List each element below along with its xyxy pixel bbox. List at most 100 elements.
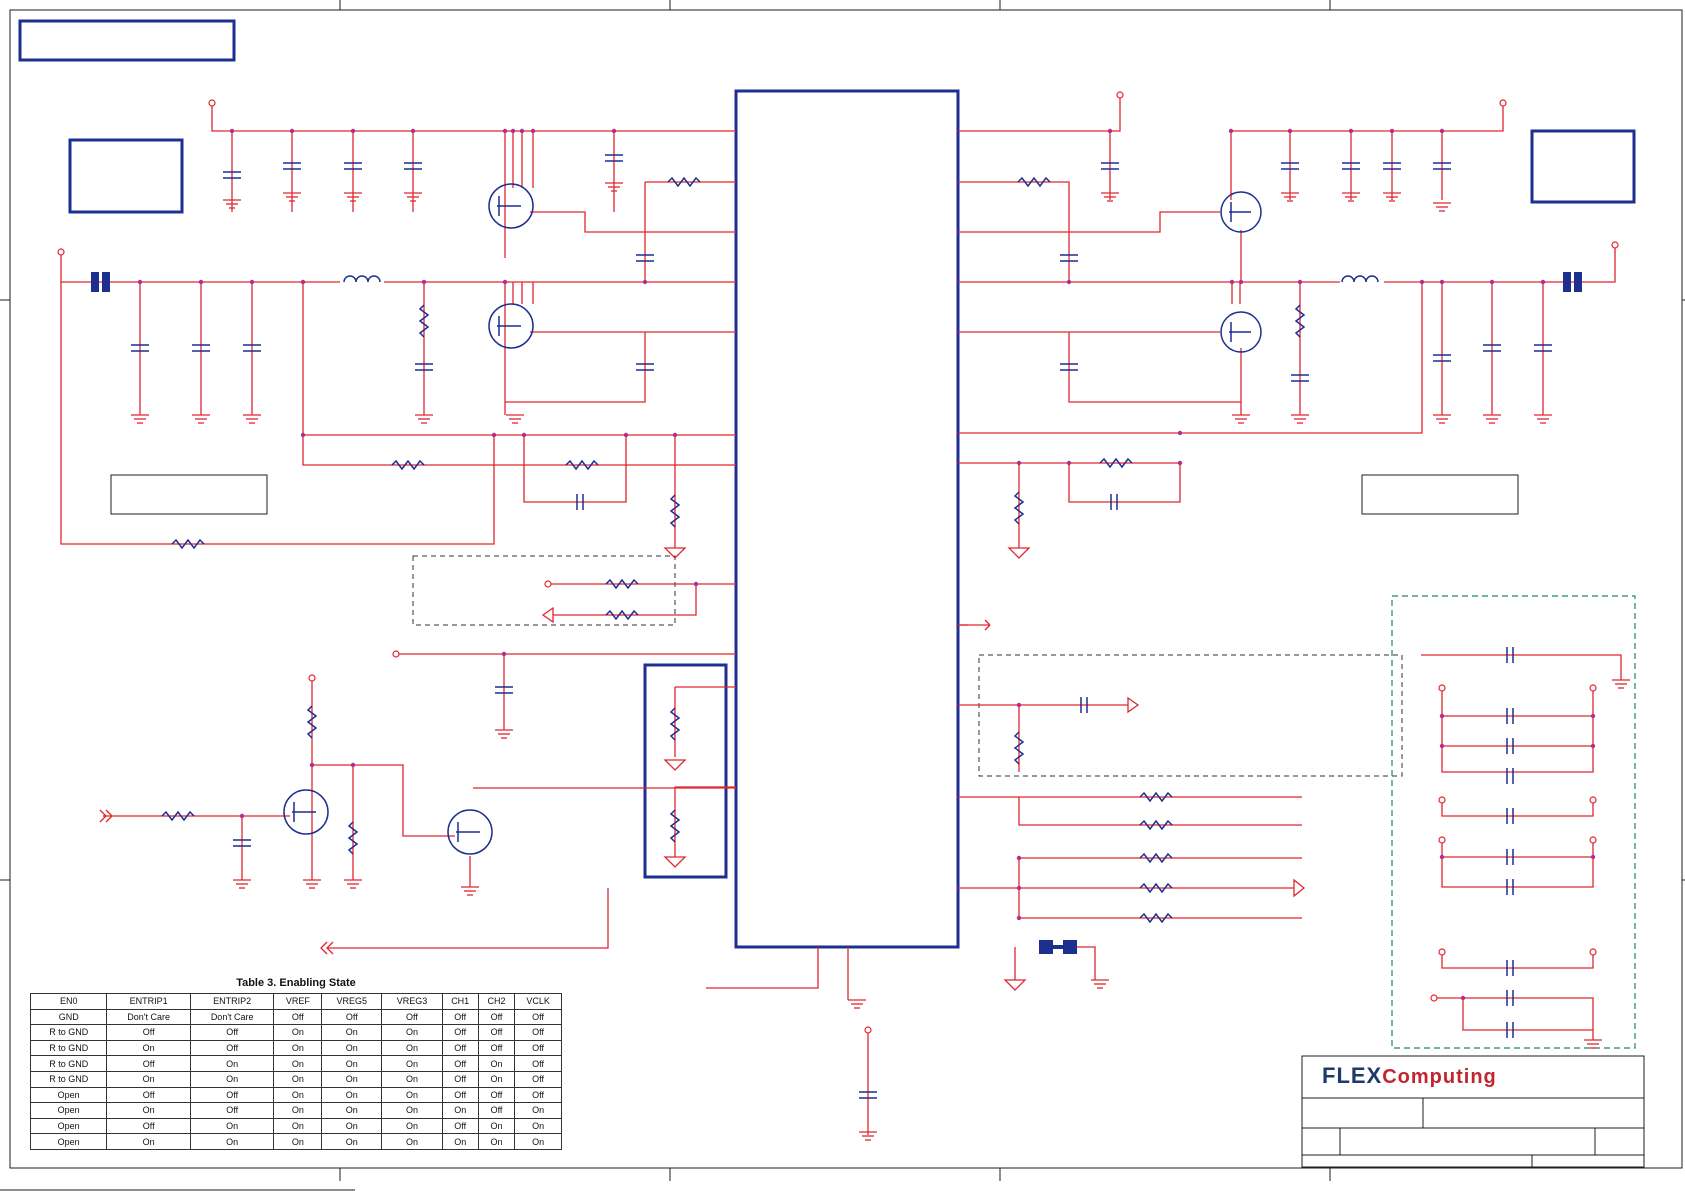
table-cell: Off: [514, 1055, 562, 1072]
table-header-cell: VREG3: [381, 993, 443, 1010]
table-cell: On: [273, 1133, 323, 1150]
wiring: [60, 95, 1622, 1135]
table-cell: On: [514, 1102, 562, 1119]
table-cell: Off: [514, 1086, 562, 1104]
table-cell: Don't Care: [189, 1008, 275, 1026]
left-note-box: [68, 138, 184, 214]
table-cell: On: [106, 1133, 191, 1150]
logo-part-2: Computing: [1382, 1066, 1497, 1088]
controller-ic: [734, 89, 960, 949]
table-cell: On: [106, 1102, 191, 1119]
table-cell: Off: [189, 1102, 275, 1119]
table-cell: On: [381, 1133, 443, 1150]
table-cell: Off: [477, 1024, 516, 1041]
title-block: [1301, 1055, 1645, 1168]
table-cell: Off: [106, 1055, 191, 1072]
table-cell: Off: [514, 1039, 562, 1057]
table-cell: Off: [189, 1024, 275, 1041]
table-cell: On: [273, 1070, 323, 1088]
logo-part-1: FLEX: [1322, 1063, 1383, 1088]
table-cell: Open: [29, 1117, 108, 1135]
en-resistor-box: [643, 663, 728, 879]
capacitors: [130, 154, 1553, 1099]
table-cell: Open: [29, 1102, 108, 1119]
table-cell: Off: [441, 1039, 479, 1057]
table-header-cell: CH2: [477, 993, 516, 1010]
table-cell: Off: [514, 1008, 562, 1026]
table-cell: On: [321, 1024, 383, 1041]
table-cell: Off: [441, 1008, 479, 1026]
table-cell: On: [106, 1039, 191, 1057]
table-cell: Off: [441, 1086, 479, 1104]
table-cell: Off: [441, 1117, 479, 1135]
table-cell: On: [273, 1024, 323, 1041]
table-cell: On: [189, 1117, 275, 1135]
table-cell: On: [273, 1039, 323, 1057]
table-cell: Off: [477, 1086, 516, 1104]
table-cell: On: [477, 1117, 516, 1135]
table-cell: Off: [321, 1008, 383, 1026]
connectors: [91, 272, 1582, 954]
table-cell: On: [321, 1102, 383, 1119]
table-cell: On: [189, 1055, 275, 1072]
table-cell: Off: [514, 1024, 562, 1041]
table-cell: Off: [106, 1086, 191, 1104]
table-cell: Off: [381, 1008, 443, 1026]
optional-dash-box-right: [978, 654, 1403, 777]
table-cell: Off: [441, 1024, 479, 1041]
table-header-cell: VREG5: [321, 993, 383, 1010]
table-header-cell: EN0: [29, 993, 108, 1010]
ground-symbols: [99, 182, 1631, 1141]
table-cell: On: [381, 1055, 443, 1072]
table-header-cell: ENTRIP2: [189, 993, 275, 1010]
junction-dots: [137, 128, 1596, 1001]
table-cell: Off: [441, 1055, 479, 1072]
table-cell: Off: [441, 1070, 479, 1088]
table-cell: On: [381, 1070, 443, 1088]
table-cell: Don't Care: [106, 1008, 191, 1026]
table-cell: Off: [189, 1039, 275, 1057]
table-cell: On: [477, 1055, 516, 1072]
table-header-cell: ENTRIP1: [106, 993, 191, 1010]
sheet-title-box: [18, 19, 236, 62]
table-cell: On: [321, 1039, 383, 1057]
optional-dash-box-left: [412, 555, 676, 626]
table-cell: On: [273, 1055, 323, 1072]
table-cell: On: [477, 1133, 516, 1150]
table-cell: Open: [29, 1086, 108, 1104]
table-cell: On: [321, 1086, 383, 1104]
mosfets: [283, 183, 1262, 855]
table-cell: On: [273, 1086, 323, 1104]
table-cell: R to GND: [29, 1070, 108, 1088]
table-cell: On: [381, 1039, 443, 1057]
table-header-cell: CH1: [441, 993, 479, 1010]
right-note-box: [1530, 129, 1636, 204]
table-header-cell: VREF: [273, 993, 323, 1010]
table-cell: Off: [477, 1102, 516, 1119]
table-header-cell: VCLK: [514, 993, 562, 1010]
table-cell: On: [321, 1070, 383, 1088]
optional-cap-group: [1391, 595, 1636, 1049]
table-cell: On: [189, 1133, 275, 1150]
table-cell: GND: [29, 1008, 108, 1026]
table-cell: On: [321, 1133, 383, 1150]
table-cell: R to GND: [29, 1039, 108, 1057]
table-cell: Off: [106, 1117, 191, 1135]
table-cell: On: [381, 1024, 443, 1041]
resistors: [161, 176, 1379, 924]
table-cell: R to GND: [29, 1055, 108, 1072]
table-cell: On: [441, 1133, 479, 1150]
table-cell: Off: [273, 1008, 323, 1026]
terminals: [57, 91, 1619, 1034]
table-cell: On: [321, 1117, 383, 1135]
table-cell: Off: [189, 1086, 275, 1104]
